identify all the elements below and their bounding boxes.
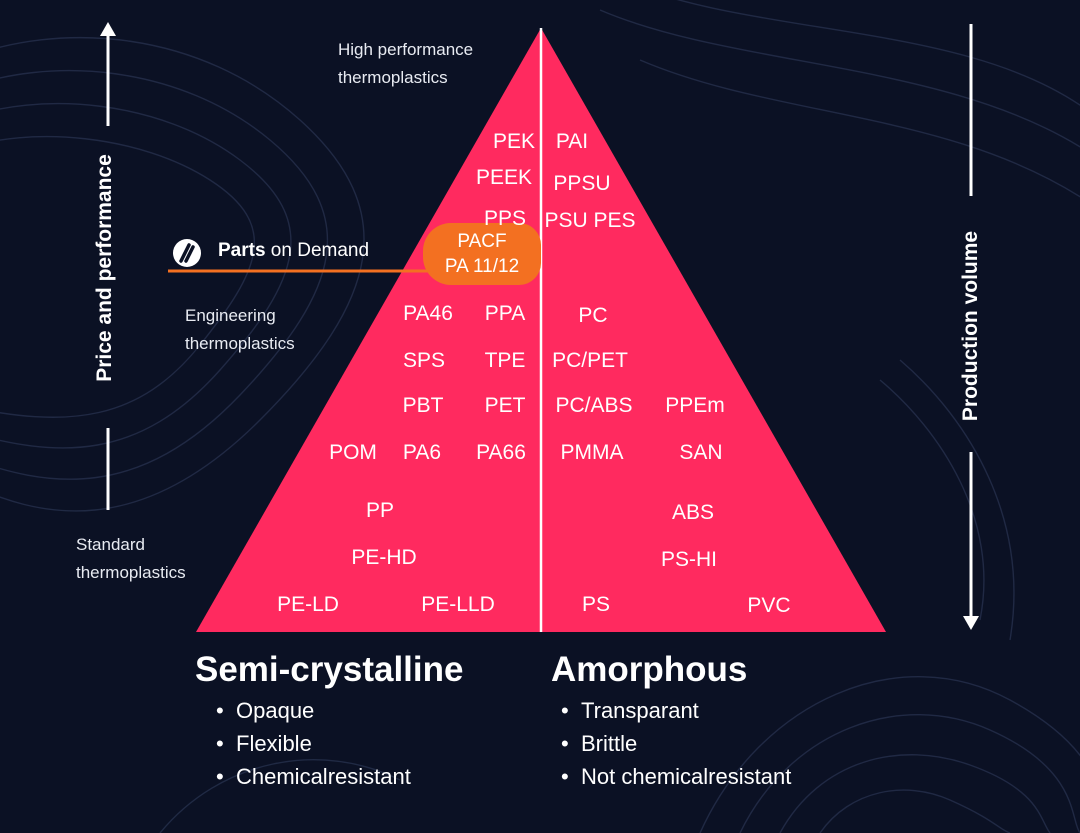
heading-semi-crystalline: Semi-crystalline [195, 650, 464, 689]
heading-amorphous: Amorphous [551, 650, 748, 689]
material-label-amorphous: PPEm [665, 394, 725, 417]
material-label-amorphous: ABS [672, 501, 714, 524]
material-label-semi: SPS [403, 349, 445, 372]
material-label-amorphous: PC/PET [552, 349, 628, 372]
material-label-semi: PA6 [403, 441, 441, 464]
highlight-text: PACF PA 11/12 [423, 229, 541, 279]
list-item: Not chemicalresistant [561, 760, 791, 793]
highlight-badge [423, 223, 541, 285]
material-label-amorphous: PVC [747, 594, 790, 617]
label-engineering-line1: Engineering [185, 306, 276, 325]
label-standard-line2: thermoplastics [76, 563, 186, 582]
label-high-performance: High performance thermoplastics [338, 36, 473, 92]
list-amorphous-properties: Transparant Brittle Not chemicalresistan… [561, 694, 791, 793]
material-label-semi: PP [366, 499, 394, 522]
material-label-amorphous: PMMA [561, 441, 624, 464]
label-high-performance-line1: High performance [338, 40, 474, 59]
brand-connector-line [168, 269, 428, 273]
material-label-semi: PET [485, 394, 526, 417]
material-label-amorphous: PS [582, 593, 610, 616]
material-label-semi: PA46 [403, 302, 453, 325]
highlight-line2: PA 11/12 [444, 256, 520, 277]
material-label-amorphous: PC [578, 304, 607, 327]
material-label-semi: TPE [485, 349, 526, 372]
material-label-semi: PE-LLD [421, 593, 495, 616]
list-item: Chemicalresistant [216, 760, 411, 793]
material-label-semi: PE-LD [277, 593, 339, 616]
material-label-semi: PPS [484, 207, 526, 230]
material-label-semi: POM [329, 441, 377, 464]
arrow-down-icon [963, 24, 979, 630]
material-label-amorphous: SAN [679, 441, 722, 464]
label-high-performance-line2: thermoplastics [338, 68, 448, 87]
material-label-semi: PEK [493, 130, 535, 153]
material-label-amorphous: PC/ABS [555, 394, 632, 417]
material-label-amorphous: PS-HI [661, 548, 717, 571]
list-item: Brittle [561, 727, 791, 760]
parts-on-demand-logo-icon [173, 239, 201, 267]
material-label-semi: PA66 [476, 441, 526, 464]
material-label-semi: PE-HD [351, 546, 416, 569]
material-label-amorphous: PPSU [553, 172, 610, 195]
brand-label-rest: on Demand [265, 240, 370, 261]
list-item: Transparant [561, 694, 791, 727]
material-label-semi: PBT [403, 394, 444, 417]
brand-label: Parts on Demand [218, 240, 369, 262]
label-engineering: Engineering thermoplastics [185, 302, 295, 358]
label-engineering-line2: thermoplastics [185, 334, 295, 353]
list-item: Opaque [216, 694, 411, 727]
material-label-semi: PEEK [476, 166, 532, 189]
label-standard-line1: Standard [76, 535, 145, 554]
material-label-amorphous: PSU PES [544, 209, 635, 232]
label-standard: Standard thermoplastics [76, 531, 186, 587]
list-semi-properties: Opaque Flexible Chemicalresistant [216, 694, 411, 793]
highlight-line1: PACF [457, 231, 507, 252]
brand-label-bold: Parts [218, 240, 266, 261]
list-item: Flexible [216, 727, 411, 760]
arrow-up-icon [100, 22, 116, 510]
material-label-semi: PPA [485, 302, 525, 325]
material-label-amorphous: PAI [556, 130, 588, 153]
